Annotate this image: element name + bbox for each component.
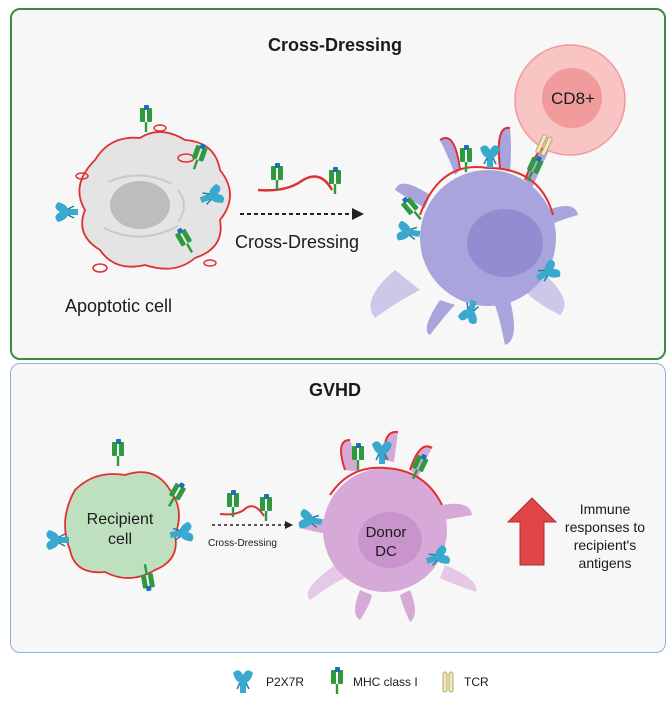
p2x7r-icon bbox=[395, 219, 423, 245]
p2x7r-icon bbox=[54, 201, 79, 223]
recipient-cell bbox=[64, 471, 180, 579]
legend-mhc-label: MHC class I bbox=[353, 675, 418, 689]
outcome-line: Immune bbox=[579, 501, 631, 517]
tcr-legend-icon bbox=[442, 671, 454, 693]
recipient-cell-label-line1: Recipient bbox=[86, 511, 154, 528]
recipient-cell-label: Recipient cell bbox=[74, 510, 166, 550]
donor-dc-label-line1: Donor bbox=[365, 524, 407, 541]
cross-dressing-arrow-label: Cross-Dressing bbox=[235, 232, 360, 252]
cd8-t-cell bbox=[514, 44, 626, 156]
cross-dressing-title: Cross-Dressing bbox=[267, 35, 403, 55]
outcome-line: antigens bbox=[578, 555, 632, 571]
outcome-line: responses to bbox=[564, 519, 646, 535]
p2x7r-icon bbox=[479, 144, 501, 169]
increase-arrow-icon bbox=[506, 497, 558, 566]
gvhd-title: GVHD bbox=[308, 380, 361, 400]
mhc-class-i-icon bbox=[140, 105, 152, 132]
outcome-line: recipient's bbox=[573, 537, 637, 553]
cross-dressing-small-label: Cross-Dressing bbox=[208, 538, 277, 549]
mhc-class-i-icon bbox=[112, 439, 124, 466]
apoptotic-cell bbox=[75, 124, 231, 273]
outcome-text: Immune responses to recipient's antigens bbox=[560, 500, 650, 572]
legend-p2x7r-label: P2X7R bbox=[266, 675, 305, 689]
mhc-class-i-legend-icon bbox=[331, 667, 343, 694]
p2x7r-legend-icon bbox=[232, 669, 254, 694]
apoptotic-cell-label: Apoptotic cell bbox=[65, 296, 173, 316]
cd8-label: CD8+ bbox=[551, 89, 595, 108]
donor-dendritic-cell bbox=[300, 430, 477, 622]
donor-dc-label: Donor DC bbox=[354, 523, 418, 561]
cross-dressing-transfer-small bbox=[212, 490, 293, 529]
donor-dc-label-line2: DC bbox=[375, 543, 397, 560]
legend-tcr-label: TCR bbox=[464, 675, 489, 689]
cross-dressing-transfer bbox=[240, 163, 364, 220]
recipient-cell-label-line2: cell bbox=[107, 531, 132, 548]
